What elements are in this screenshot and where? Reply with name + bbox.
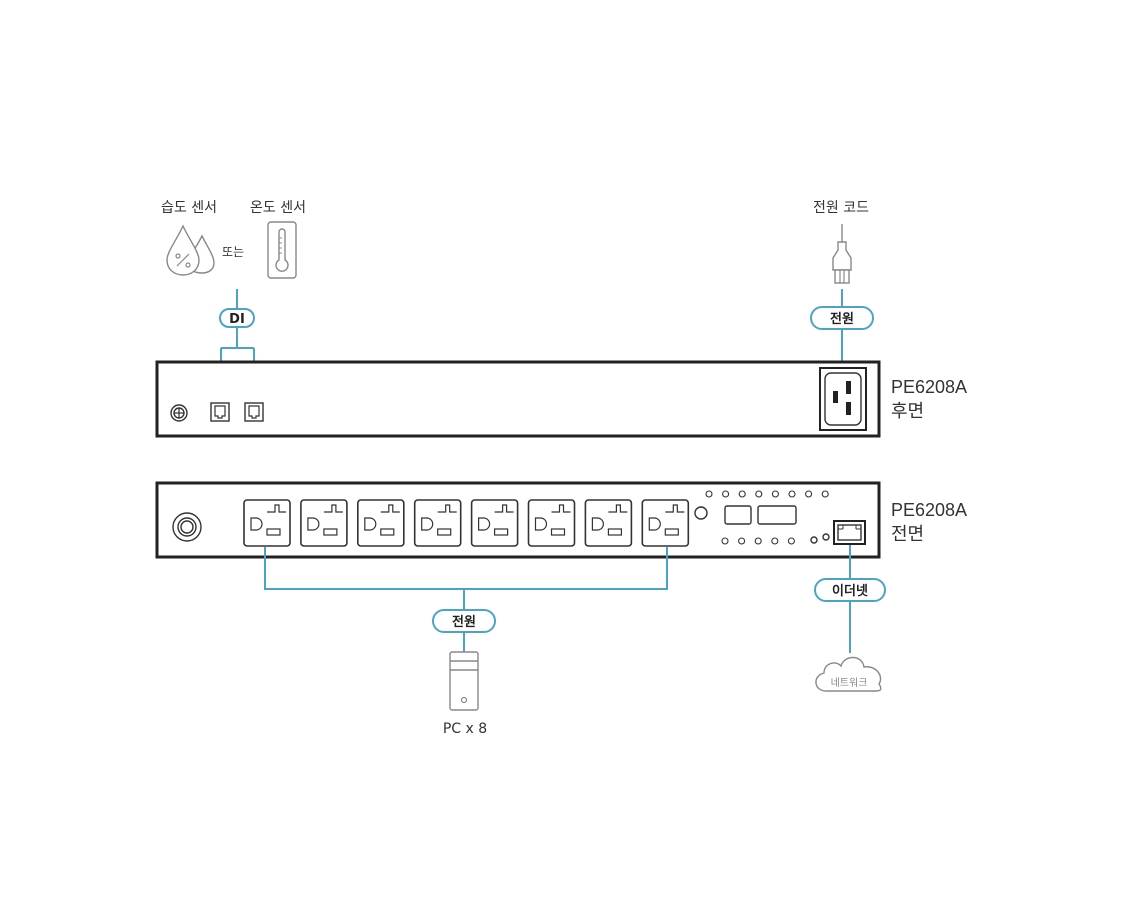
power-inlet[interactable]	[819, 367, 867, 431]
ethernet-port[interactable]	[833, 520, 866, 545]
humidity-sensor-label: 습도 센서	[161, 200, 217, 216]
ethernet-pill-label: 이더넷	[832, 583, 868, 599]
power-cord-label: 전원 코드	[813, 200, 869, 216]
or-label: 또는	[222, 245, 244, 259]
led-row-bottom	[721, 537, 795, 545]
outlet-led	[771, 490, 779, 498]
outlet-led	[805, 490, 813, 498]
outlet-3[interactable]	[356, 499, 405, 547]
outlet-8[interactable]	[641, 499, 690, 547]
outlet-led	[705, 490, 713, 498]
outlet-1[interactable]	[243, 499, 291, 547]
led-indicator	[822, 533, 830, 541]
front-side-label: 전면	[891, 524, 924, 544]
front-model-label: PE6208A	[891, 500, 967, 520]
outlet-7[interactable]	[584, 499, 633, 547]
rear-model-label: PE6208A	[891, 377, 967, 397]
rear-panel	[155, 360, 881, 438]
ground-screw-icon	[170, 404, 188, 422]
status-led	[771, 537, 779, 545]
di-port-2[interactable]	[244, 402, 264, 422]
outlet-bracket-lines	[264, 547, 668, 610]
power-plug-icon	[832, 224, 852, 284]
di-pill-label: DI	[229, 312, 245, 327]
status-led	[738, 537, 746, 545]
reset-button[interactable]	[694, 506, 708, 520]
outlet-led	[738, 490, 746, 498]
rear-panel-chassis	[155, 360, 881, 438]
outlet-led	[788, 490, 796, 498]
led-row-top	[705, 490, 829, 498]
outlet-led	[755, 490, 763, 498]
di-pill: DI	[219, 308, 255, 328]
outlet-2[interactable]	[300, 499, 348, 547]
display-window-small	[724, 505, 752, 525]
ethernet-pill: 이더넷	[814, 578, 886, 602]
display-window-large	[757, 505, 797, 525]
outlet-6[interactable]	[527, 499, 576, 547]
power-switch[interactable]	[172, 512, 202, 542]
outlet-led	[821, 490, 829, 498]
front-panel	[155, 481, 881, 559]
pc-tower-icon	[449, 651, 479, 711]
rear-power-pill-label: 전원	[830, 311, 854, 327]
status-led	[754, 537, 762, 545]
rear-power-pill: 전원	[810, 306, 874, 330]
di-split-lines	[220, 327, 255, 388]
front-power-pill-label: 전원	[452, 614, 476, 630]
outlet-group	[243, 499, 690, 547]
thermometer-icon	[267, 221, 297, 279]
outlet-4[interactable]	[413, 499, 462, 547]
cloud-icon	[815, 656, 882, 692]
temperature-sensor-label: 온도 센서	[250, 200, 306, 216]
status-led	[721, 537, 729, 545]
led-indicator	[810, 536, 818, 544]
network-label: 네트워크	[831, 676, 868, 689]
outlet-5[interactable]	[470, 499, 519, 547]
pc-label: PC x 8	[443, 721, 487, 737]
front-power-pill: 전원	[432, 609, 496, 633]
humidity-drop-icon	[166, 224, 215, 276]
rear-side-label: 후면	[891, 401, 924, 421]
di-port-1[interactable]	[210, 402, 230, 422]
outlet-led	[722, 490, 730, 498]
status-led	[787, 537, 795, 545]
